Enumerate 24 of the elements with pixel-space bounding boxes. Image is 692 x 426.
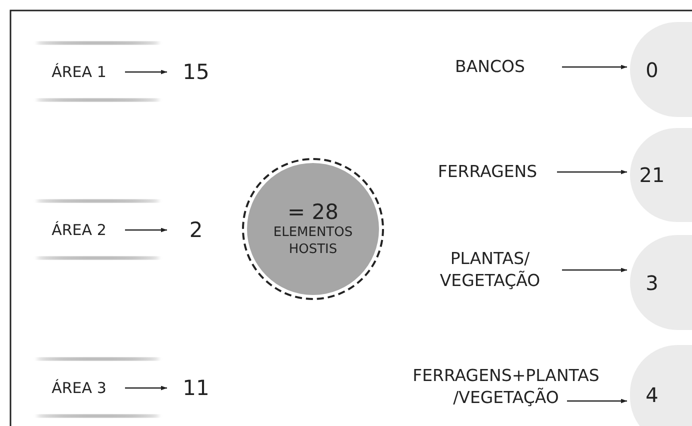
arrow xyxy=(125,70,167,74)
total-label: ELEMENTOS HOSTIS xyxy=(272,224,354,258)
area-label: ÁREA 2 xyxy=(52,221,106,239)
arrow xyxy=(557,170,627,174)
category-label: BANCOS xyxy=(455,56,525,78)
category-label: FERRAGENS xyxy=(438,160,538,183)
count-value: 2 xyxy=(189,218,203,242)
total-value: = 28 xyxy=(288,200,338,225)
count-value: 11 xyxy=(182,376,210,400)
count-value: 3 xyxy=(644,270,660,294)
arrow xyxy=(567,398,627,404)
area-label: ÁREA 1 xyxy=(52,63,106,81)
arrow xyxy=(125,228,167,232)
count-value: 21 xyxy=(638,163,666,187)
arrow xyxy=(562,268,627,272)
count-value: 15 xyxy=(182,60,210,84)
count-value: 0 xyxy=(644,58,660,82)
arrow xyxy=(562,64,627,70)
arrow xyxy=(125,386,167,390)
category-label: FERRAGENS+PLANTAS /VEGETAÇÃO xyxy=(412,364,600,409)
category-label: PLANTAS/ VEGETAÇÃO xyxy=(438,248,542,292)
count-value: 4 xyxy=(644,383,660,407)
area-label: ÁREA 3 xyxy=(52,379,106,397)
total-circle xyxy=(240,156,386,302)
